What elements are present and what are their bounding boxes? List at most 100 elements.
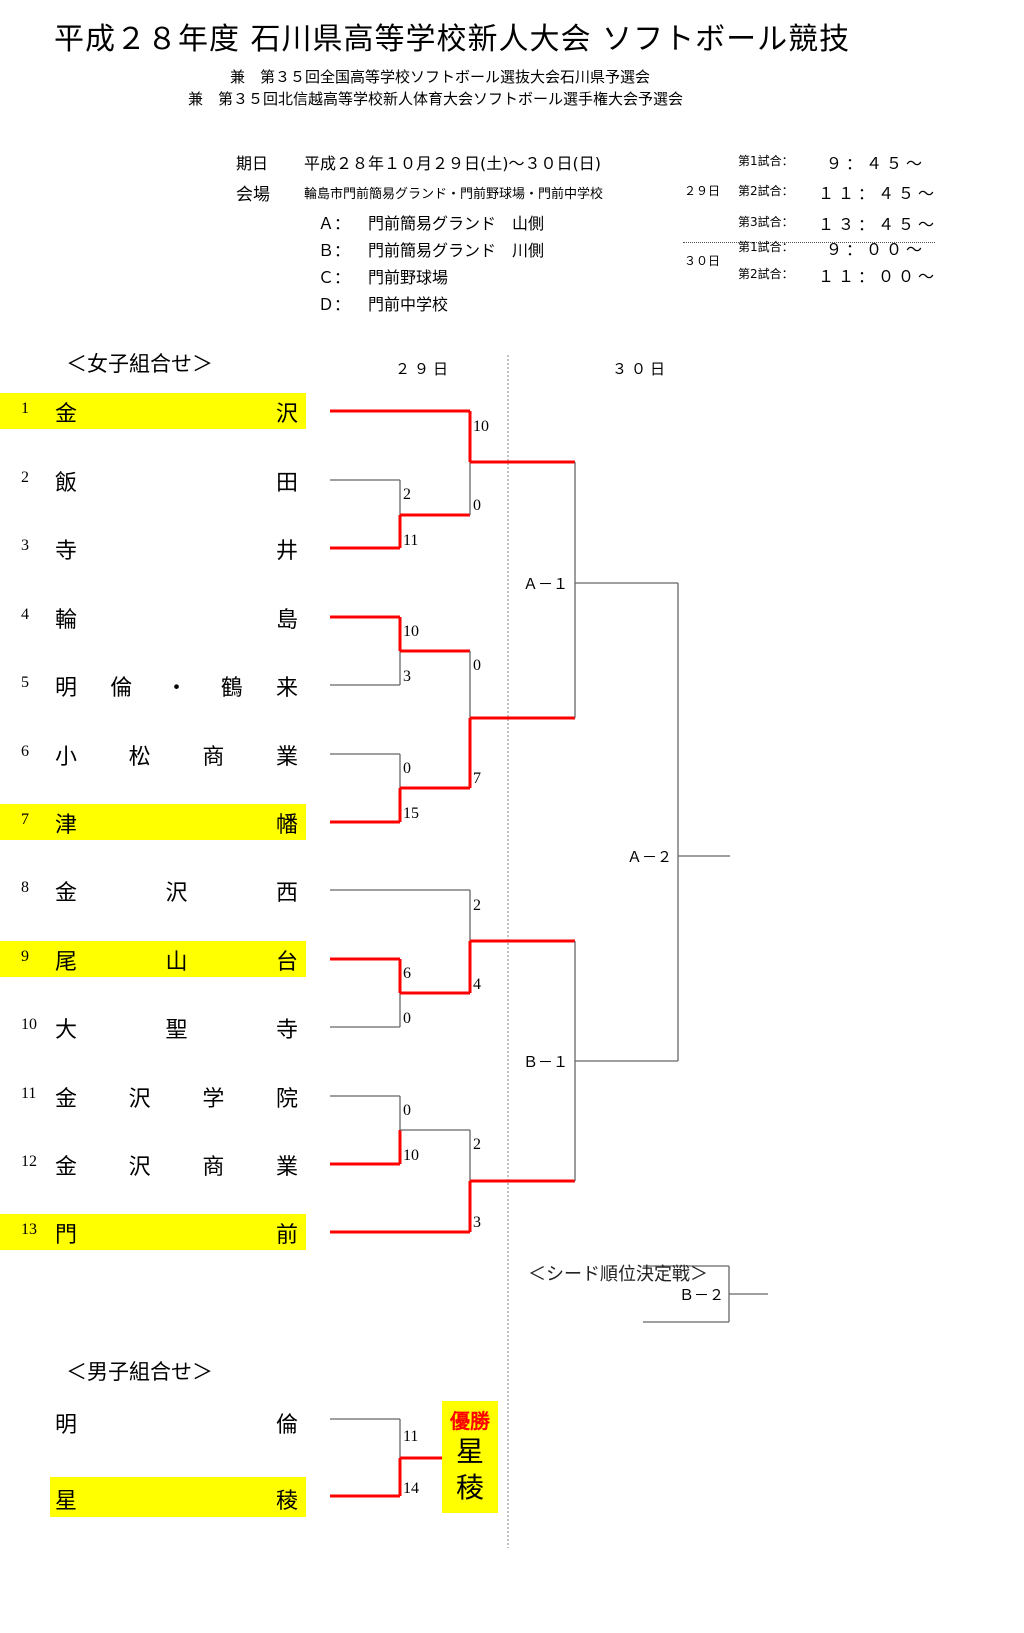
team-name: 尾山台 [55,944,298,976]
team-seed: 11 [21,1085,37,1102]
team-name: 明倫・鶴来 [55,670,298,702]
team-name-char: 前 [275,1223,298,1248]
team-name: 津幡 [55,807,298,839]
score: 10 [473,418,489,435]
team-name-char: 沢 [165,881,188,906]
match-label-b1: Ｂ－１ [523,1053,568,1071]
women-day2-header: ３０日 [612,360,670,378]
team-name: 星稜 [55,1483,298,1515]
court-c-name: 門前野球場 [368,268,449,287]
score: 3 [403,668,411,685]
team-name: 門前 [55,1217,298,1249]
team-name-char: 稜 [275,1489,298,1514]
score: 4 [473,976,481,993]
team-name-char: 寺 [275,1018,298,1043]
team-name-char: 鶴 [220,676,243,701]
team-name: 輪島 [55,602,298,634]
score: 0 [403,1010,411,1027]
schedule-day1-game3-time: １３：４５～ [818,215,939,234]
court-b-code: Ｂ： [318,241,351,260]
team-name: 明倫 [55,1407,298,1439]
team-seed: 5 [21,674,29,691]
seed-playoff-heading: ＜シード順位決定戦＞ [528,1264,708,1285]
schedule-day1-game2-label: 第2試合： [738,184,794,198]
team-name-char: 沢 [275,402,298,427]
team-name: 寺井 [55,533,298,565]
score: 11 [403,532,418,549]
team-seed: 9 [21,948,29,965]
team-name-char: 沢 [128,1155,151,1180]
court-b-name: 門前簡易グランド 川側 [368,241,545,260]
men-team-row: 星稜 [50,1477,306,1517]
men-heading: ＜男子組合せ＞ [66,1360,213,1384]
team-seed: 1 [21,400,29,417]
team-name-char: 大 [55,1018,78,1043]
schedule-day1-game1-label: 第1試合： [738,154,794,168]
team-row: 7 津幡 [0,804,306,840]
court-a-name: 門前簡易グランド 山側 [368,214,545,233]
team-name: 金沢 [55,396,298,428]
team-seed: 10 [21,1016,37,1033]
team-name-char: 金 [55,402,78,427]
subtitle-hokushinetsu-qualifier: 兼 第３５回北信越高等学校新人体育大会ソフトボール選手権大会予選会 [188,90,684,108]
women-day1-header: ２９日 [395,360,453,378]
schedule-day1-label: ２９日 [684,184,721,198]
schedule-day2-game1-time: ９：００～ [826,240,927,259]
champion-name-char: 星 [455,1435,484,1468]
team-seed: 13 [21,1221,37,1238]
team-name-char: 倫 [110,676,133,701]
team-name: 飯田 [55,465,298,497]
team-seed: 7 [21,811,29,828]
team-name: 金沢西 [55,875,298,907]
court-d-code: Ｄ： [318,295,351,314]
team-name-char: 商 [202,1155,225,1180]
court-c-code: Ｃ： [318,268,351,287]
team-row: 4 輪島 [0,599,306,635]
score: 7 [473,770,481,787]
score: 6 [403,965,411,982]
team-seed: 4 [21,606,29,623]
venue-label: 会場 [236,185,270,205]
women-heading: ＜女子組合せ＞ [66,352,213,376]
team-name-char: 松 [128,745,151,770]
team-name-char: 門 [55,1223,78,1248]
team-name-char: 沢 [128,1087,151,1112]
score: 0 [403,760,411,777]
date-value: 平成２８年１０月２９日(土)～３０日(日) [304,154,601,173]
team-name-char: 井 [275,539,298,564]
team-name: 小松商業 [55,739,298,771]
team-name-char: 飯 [55,471,78,496]
score: 11 [403,1428,418,1445]
schedule-day2-game2-label: 第2試合： [738,267,794,281]
team-name-char: 山 [165,950,188,975]
match-label-a2: Ａ－２ [627,848,672,866]
team-seed: 12 [21,1153,37,1170]
schedule-day1-game2-time: １１：４５～ [818,184,939,203]
team-name-char: 西 [275,881,298,906]
team-name-char: 幡 [275,813,298,838]
team-name-char: 寺 [55,539,78,564]
team-name-char: 小 [55,745,78,770]
score: 15 [403,805,419,822]
score: 10 [403,1147,419,1164]
team-name: 金沢商業 [55,1149,298,1181]
team-name-char: 田 [275,471,298,496]
score: 2 [473,897,481,914]
team-name-char: 明 [55,1413,78,1438]
schedule-day1-game3-label: 第3試合： [738,215,794,229]
schedule-day2-game1-label: 第1試合： [738,240,794,254]
team-name-char: 商 [202,745,225,770]
champion-label: 優勝 [450,1409,490,1433]
score: 2 [473,1136,481,1153]
team-name-char: 業 [275,1155,298,1180]
team-name-char: 明 [55,676,78,701]
team-name-char: 輪 [55,608,78,633]
team-seed: 8 [21,879,29,896]
score: 0 [473,657,481,674]
